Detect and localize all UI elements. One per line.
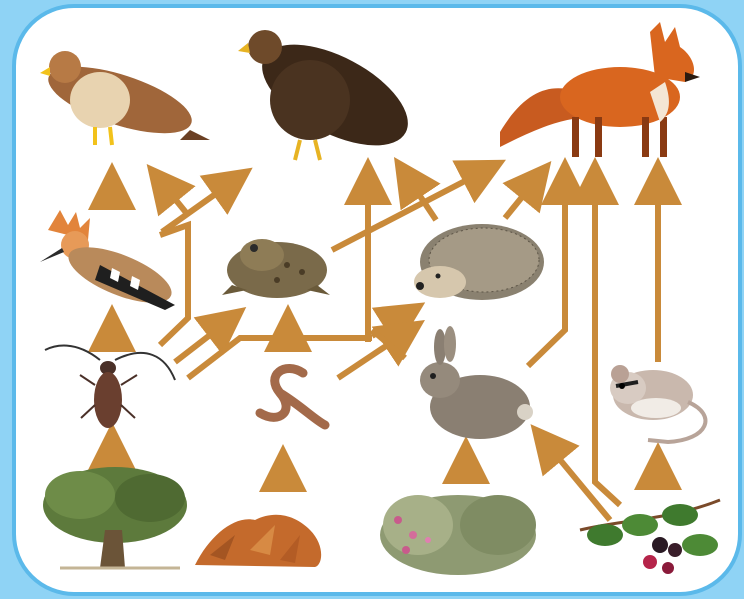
shrub-icon <box>380 495 536 575</box>
